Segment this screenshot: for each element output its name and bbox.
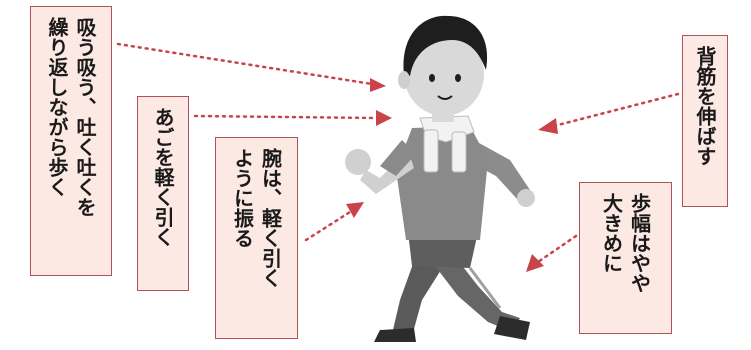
pointer-breath — [116, 42, 374, 86]
head — [404, 32, 484, 116]
left-eye — [429, 74, 435, 82]
front-fist — [345, 149, 371, 175]
hair — [403, 15, 488, 76]
back-hand — [517, 189, 535, 207]
mouth — [437, 95, 453, 100]
callout-arm-line1: 腕は、軽く引く — [258, 148, 283, 288]
arrowhead-back — [538, 118, 558, 134]
callout-stride-line2: 大きめに — [599, 193, 624, 273]
arrowhead-breath — [370, 78, 386, 92]
callout-stride: 歩幅はやや 大きめに — [579, 182, 672, 334]
callout-breathing-line1: 吸う吸う、吐く吐くを — [73, 17, 97, 217]
front-leg — [432, 250, 520, 332]
pointer-back — [552, 92, 680, 128]
callout-arm-line2: ように振る — [230, 148, 255, 248]
pointer-chin — [193, 114, 378, 120]
back-shoe — [374, 328, 416, 342]
towel-end-left — [423, 129, 439, 173]
arrowhead-stride — [526, 254, 544, 272]
callout-stride-line1: 歩幅はやや — [627, 193, 652, 293]
callout-breathing-line2: 繰り返しながら歩く — [45, 17, 69, 197]
front-shoe — [494, 316, 530, 340]
front-sleeve — [380, 140, 416, 176]
pants-stripe — [468, 267, 502, 309]
arrowhead-arm — [346, 202, 364, 218]
callout-posture: 背筋を伸ばす — [682, 35, 728, 207]
towel-end-right — [451, 131, 467, 173]
pointer-lines — [116, 42, 680, 272]
shirt — [396, 126, 488, 240]
pointer-arm — [304, 210, 352, 242]
back-leg — [392, 250, 446, 336]
arrowhead-chin — [376, 110, 392, 126]
callout-chin: あごを軽く引く — [137, 96, 189, 291]
pointer-stride — [536, 234, 578, 264]
callout-chin-line1: あごを軽く引く — [151, 107, 175, 247]
callout-breathing: 吸う吸う、吐く吐くを 繰り返しながら歩く — [30, 6, 112, 276]
hip — [408, 232, 478, 268]
callout-back-line1: 背筋を伸ばす — [693, 46, 717, 166]
ear — [398, 71, 410, 89]
right-eye — [455, 74, 461, 82]
callout-arm-swing: 腕は、軽く引く ように振る — [215, 137, 298, 339]
